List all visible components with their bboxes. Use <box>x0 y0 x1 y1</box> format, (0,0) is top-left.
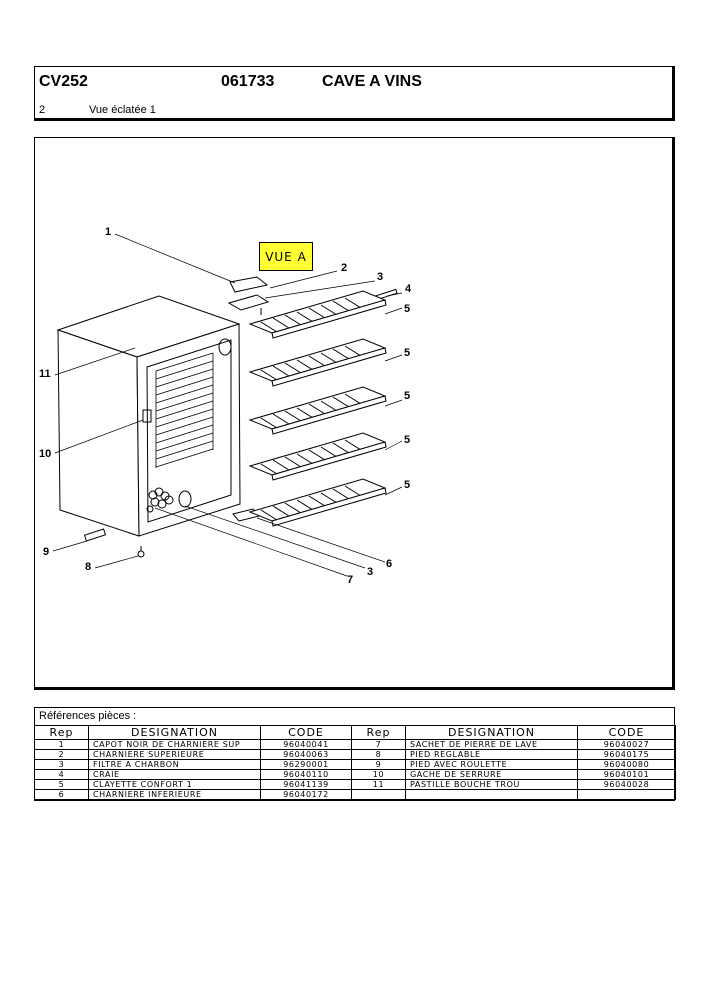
code-cell: 96040080 <box>577 759 676 770</box>
model-number: CV252 <box>39 73 88 90</box>
product-title: CAVE A VINS <box>322 73 422 90</box>
cabinet-opening <box>146 339 232 523</box>
col-rep-left: Rep <box>34 725 89 740</box>
rep-cell: 11 <box>351 779 406 790</box>
rep-cell: 6 <box>34 789 89 800</box>
col-designation-left: DESIGNATION <box>88 725 261 740</box>
code-cell: 96040172 <box>260 789 352 800</box>
designation-cell: FILTRE A CHARBON <box>88 759 261 770</box>
shelf-4 <box>248 432 387 481</box>
callout-1: 1 <box>105 226 111 238</box>
exploded-view-illustration: 1 2 3 4 5 5 5 5 5 11 10 9 8 7 3 6 <box>39 226 412 586</box>
code-cell: 96040041 <box>260 739 352 750</box>
callout-2: 2 <box>341 262 347 274</box>
callout-9: 9 <box>43 546 49 558</box>
callout-5b: 5 <box>404 347 410 359</box>
designation-cell: GACHE DE SERRURE <box>405 769 578 780</box>
table-row: 5 CLAYETTE CONFORT 1 96041139 11 PASTILL… <box>34 779 676 790</box>
code-cell: 96290001 <box>260 759 352 770</box>
callout-5e: 5 <box>404 479 410 491</box>
designation-cell: CHARNIERE SUPERIEURE <box>88 749 261 760</box>
code-cell: 96040063 <box>260 749 352 760</box>
top-hinge <box>227 294 270 311</box>
callout-5d: 5 <box>404 434 410 446</box>
exploded-view-drawing: 1 2 3 4 5 5 5 5 5 11 10 9 8 7 3 6 VUE A <box>34 137 675 690</box>
callout-8: 8 <box>85 561 91 573</box>
charcoal-filter-upper <box>218 338 232 356</box>
rep-cell: 3 <box>34 759 89 770</box>
designation-cell: CHARNIERE INFERIEURE <box>88 789 261 800</box>
callout-5c: 5 <box>404 390 410 402</box>
col-code-right: CODE <box>577 725 676 740</box>
parts-reference-title: Références pièces : <box>35 708 674 726</box>
callout-3: 3 <box>377 271 383 283</box>
page-number: 2 <box>39 104 46 116</box>
code-cell: 96040175 <box>577 749 676 760</box>
designation-cell: SACHET DE PIERRE DE LAVE <box>405 739 578 750</box>
callout-6: 6 <box>386 558 392 570</box>
designation-cell <box>405 789 578 800</box>
callout-7: 7 <box>347 574 353 586</box>
lock-strike <box>142 409 152 423</box>
callout-3b: 3 <box>367 566 373 578</box>
callout-leader-lines <box>52 233 403 577</box>
shelf-3 <box>248 386 387 435</box>
designation-cell: PASTILLE BOUCHE TROU <box>405 779 578 790</box>
view-a-label: VUE A <box>259 242 313 271</box>
document-header: CV252 061733 CAVE A VINS 2 Vue éclatée 1 <box>34 66 675 121</box>
table-row: 4 CRAIE 96040110 10 GACHE DE SERRURE 960… <box>34 769 676 780</box>
col-designation-right: DESIGNATION <box>405 725 578 740</box>
col-rep-right: Rep <box>351 725 406 740</box>
cabinet-inner-slats <box>155 352 214 468</box>
rep-cell: 4 <box>34 769 89 780</box>
callout-11: 11 <box>39 368 51 380</box>
table-row: 3 FILTRE A CHARBON 96290001 9 PIED AVEC … <box>34 759 676 770</box>
rep-cell: 2 <box>34 749 89 760</box>
charcoal-filter-lower <box>178 490 192 508</box>
code-cell <box>577 789 676 800</box>
designation-cell: PIED REGLABLE <box>405 749 578 760</box>
rep-cell: 7 <box>351 739 406 750</box>
product-code: 061733 <box>221 73 275 90</box>
designation-cell: CLAYETTE CONFORT 1 <box>88 779 261 790</box>
roller-foot <box>83 528 107 542</box>
parts-table-header: Rep DESIGNATION CODE Rep DESIGNATION COD… <box>34 725 676 740</box>
table-row: 6 CHARNIERE INFERIEURE 96040172 <box>34 789 676 800</box>
cabinet-side <box>57 329 140 537</box>
code-cell: 96040028 <box>577 779 676 790</box>
col-code-left: CODE <box>260 725 352 740</box>
code-cell: 96040110 <box>260 769 352 780</box>
parts-table: Rep DESIGNATION CODE Rep DESIGNATION COD… <box>34 725 676 800</box>
lava-stone-sachet <box>146 487 174 513</box>
hinge-cover <box>229 276 269 293</box>
rep-cell: 8 <box>351 749 406 760</box>
parts-reference-section: Références pièces : Rep DESIGNATION CODE… <box>34 707 676 801</box>
shelf-5 <box>248 478 387 527</box>
shelf-1 <box>248 290 387 339</box>
designation-cell: PIED AVEC ROULETTE <box>405 759 578 770</box>
rep-cell: 5 <box>34 779 89 790</box>
callout-10: 10 <box>39 448 51 460</box>
designation-cell: CAPOT NOIR DE CHARNIERE SUP <box>88 739 261 750</box>
code-cell: 96040027 <box>577 739 676 750</box>
table-row: 2 CHARNIERE SUPERIEURE 96040063 8 PIED R… <box>34 749 676 760</box>
callout-5a: 5 <box>404 303 410 315</box>
code-cell: 96040101 <box>577 769 676 780</box>
designation-cell: CRAIE <box>88 769 261 780</box>
shelf-2 <box>248 338 387 387</box>
rep-cell <box>351 789 406 800</box>
table-row: 1 CAPOT NOIR DE CHARNIERE SUP 96040041 7… <box>34 739 676 750</box>
rep-cell: 10 <box>351 769 406 780</box>
view-title: Vue éclatée 1 <box>89 104 156 116</box>
rep-cell: 9 <box>351 759 406 770</box>
callout-4: 4 <box>405 283 412 295</box>
adjustable-foot <box>137 550 145 558</box>
code-cell: 96041139 <box>260 779 352 790</box>
rep-cell: 1 <box>34 739 89 750</box>
